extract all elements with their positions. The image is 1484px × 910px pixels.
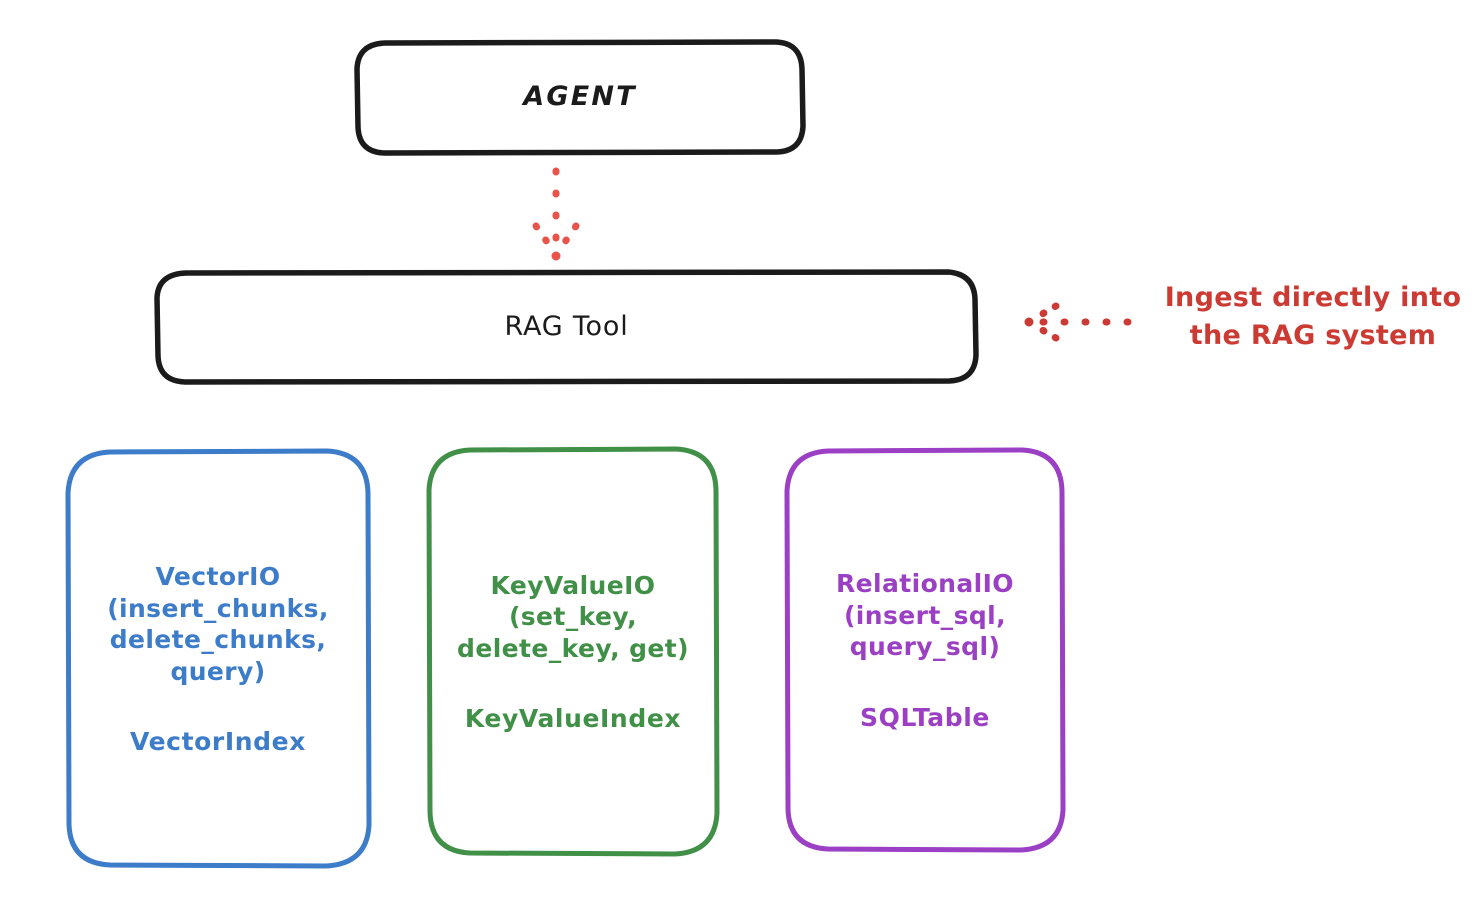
- rag-tool-node[interactable]: RAG Tool: [157, 272, 976, 382]
- vectorio-label: VectorIO (insert_chunks, delete_chunks, …: [107, 562, 329, 686]
- keyvalueio-node[interactable]: KeyValueIO (set_key, delete_key, get) Ke…: [430, 449, 716, 854]
- keyvalueio-box-outline: [426, 446, 720, 857]
- agent-to-rag-tool-connector: [532, 167, 580, 261]
- vectorio-sublabel: VectorIndex: [130, 727, 306, 756]
- agent-label: AGENT: [523, 81, 637, 113]
- relationalio-node[interactable]: RelationalIO (insert_sql, query_sql) SQL…: [788, 450, 1062, 850]
- rag-tool-label: RAG Tool: [504, 310, 629, 342]
- agent-node[interactable]: AGENT: [357, 42, 803, 153]
- agent-box-outline: [354, 39, 806, 156]
- vectorio-node[interactable]: VectorIO (insert_chunks, delete_chunks, …: [68, 451, 368, 866]
- relationalio-label: RelationalIO (insert_sql, query_sql): [836, 569, 1014, 662]
- relationalio-sublabel: SQLTable: [860, 702, 990, 732]
- ingest-annotation-text: Ingest directly into the RAG system: [1164, 282, 1462, 352]
- rag-tool-box-outline: [154, 269, 979, 385]
- relationalio-box-outline: [784, 447, 1066, 853]
- vectorio-box-outline: [65, 448, 372, 869]
- keyvalueio-sublabel: KeyValueIndex: [464, 704, 682, 734]
- ingest-connector: [1024, 302, 1132, 342]
- keyvalueio-label: KeyValueIO (set_key, delete_key, get): [457, 570, 689, 663]
